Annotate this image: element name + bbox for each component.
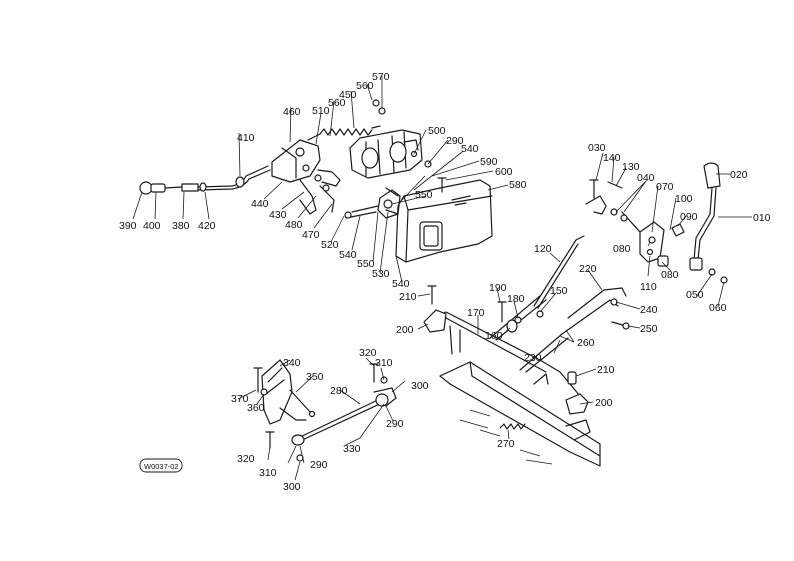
part-label-310-bottom: 310 bbox=[259, 467, 277, 479]
part-label-340: 340 bbox=[283, 357, 301, 369]
part-label-590: 590 bbox=[480, 156, 498, 168]
part-label-290-top: 290 bbox=[446, 135, 464, 147]
part-label-310-top: 310 bbox=[375, 357, 393, 369]
part-label-440: 440 bbox=[251, 198, 269, 210]
foot-pedal-linkage bbox=[253, 359, 397, 462]
part-label-500: 500 bbox=[428, 125, 446, 137]
part-label-020: 020 bbox=[730, 169, 748, 181]
part-label-210-upper: 210 bbox=[399, 291, 417, 303]
part-label-550-right: 550 bbox=[415, 189, 433, 201]
part-label-400: 400 bbox=[143, 220, 161, 232]
part-label-080-lower: 080 bbox=[661, 269, 679, 281]
part-label-230: 230 bbox=[524, 352, 542, 364]
part-label-560-a: 560 bbox=[328, 97, 346, 109]
part-label-120: 120 bbox=[534, 243, 552, 255]
part-label-130: 130 bbox=[622, 161, 640, 173]
part-label-420: 420 bbox=[198, 220, 216, 232]
part-label-530: 530 bbox=[372, 268, 390, 280]
part-label-510: 510 bbox=[312, 105, 330, 117]
part-label-030: 030 bbox=[588, 142, 606, 154]
hand-throttle-lever bbox=[497, 162, 728, 330]
cross-shaft-mounting bbox=[423, 285, 619, 467]
part-label-580: 580 bbox=[509, 179, 527, 191]
part-label-450: 450 bbox=[339, 89, 357, 101]
part-label-430: 430 bbox=[269, 209, 287, 221]
part-label-150: 150 bbox=[550, 285, 568, 297]
part-label-300-bottom: 300 bbox=[283, 481, 301, 493]
part-label-550-left: 550 bbox=[357, 258, 375, 270]
part-label-180: 180 bbox=[507, 293, 525, 305]
part-label-060: 060 bbox=[709, 302, 727, 314]
part-label-280: 280 bbox=[330, 385, 348, 397]
part-label-090: 090 bbox=[680, 211, 698, 223]
part-label-250: 250 bbox=[640, 323, 658, 335]
part-label-470: 470 bbox=[302, 229, 320, 241]
part-label-070: 070 bbox=[656, 181, 674, 193]
drawing-code: W0037-02 bbox=[144, 462, 179, 471]
part-label-260: 260 bbox=[577, 337, 595, 349]
part-label-480: 480 bbox=[285, 219, 303, 231]
part-label-460: 460 bbox=[283, 106, 301, 118]
part-label-200-upper: 200 bbox=[396, 324, 414, 336]
part-label-240: 240 bbox=[640, 304, 658, 316]
part-label-050: 050 bbox=[686, 289, 704, 301]
drawing-code-box: W0037-02 bbox=[139, 458, 183, 473]
part-label-170: 170 bbox=[467, 307, 485, 319]
part-label-040: 040 bbox=[637, 172, 655, 184]
part-label-010: 010 bbox=[753, 212, 771, 224]
part-label-540-mid: 540 bbox=[339, 249, 357, 261]
throttle-cable-assembly bbox=[139, 99, 386, 215]
part-label-360: 360 bbox=[247, 402, 265, 414]
part-label-330: 330 bbox=[343, 443, 361, 455]
part-label-540-bottom: 540 bbox=[392, 278, 410, 290]
part-label-220: 220 bbox=[579, 263, 597, 275]
part-label-390: 390 bbox=[119, 220, 137, 232]
injection-pump-governor bbox=[344, 129, 493, 263]
part-number-labels: 020 010 030 140 130 040 070 100 090 080 … bbox=[119, 71, 771, 493]
part-label-200-lower: 200 bbox=[595, 397, 613, 409]
part-label-380: 380 bbox=[172, 220, 190, 232]
part-label-370: 370 bbox=[231, 393, 249, 405]
part-label-600: 600 bbox=[495, 166, 513, 178]
part-label-410: 410 bbox=[237, 132, 255, 144]
part-label-080-upper: 080 bbox=[613, 243, 631, 255]
part-label-300-right: 300 bbox=[411, 380, 429, 392]
part-label-270: 270 bbox=[497, 438, 515, 450]
part-label-100: 100 bbox=[675, 193, 693, 205]
part-label-210-lower: 210 bbox=[597, 364, 615, 376]
part-label-350: 350 bbox=[306, 371, 324, 383]
part-label-570: 570 bbox=[372, 71, 390, 83]
part-label-190: 190 bbox=[489, 282, 507, 294]
part-label-110: 110 bbox=[640, 281, 657, 293]
part-label-140: 140 bbox=[603, 152, 621, 164]
part-label-560-b: 560 bbox=[356, 80, 374, 92]
part-label-520: 520 bbox=[321, 239, 339, 251]
part-label-540-top: 540 bbox=[461, 143, 479, 155]
part-label-290-bottom: 290 bbox=[310, 459, 328, 471]
part-label-160: 160 bbox=[485, 330, 503, 342]
part-label-320-bottom: 320 bbox=[237, 453, 255, 465]
part-label-320-top: 320 bbox=[359, 347, 377, 359]
part-label-290-right: 290 bbox=[386, 418, 404, 430]
leader-lines bbox=[132, 76, 752, 481]
